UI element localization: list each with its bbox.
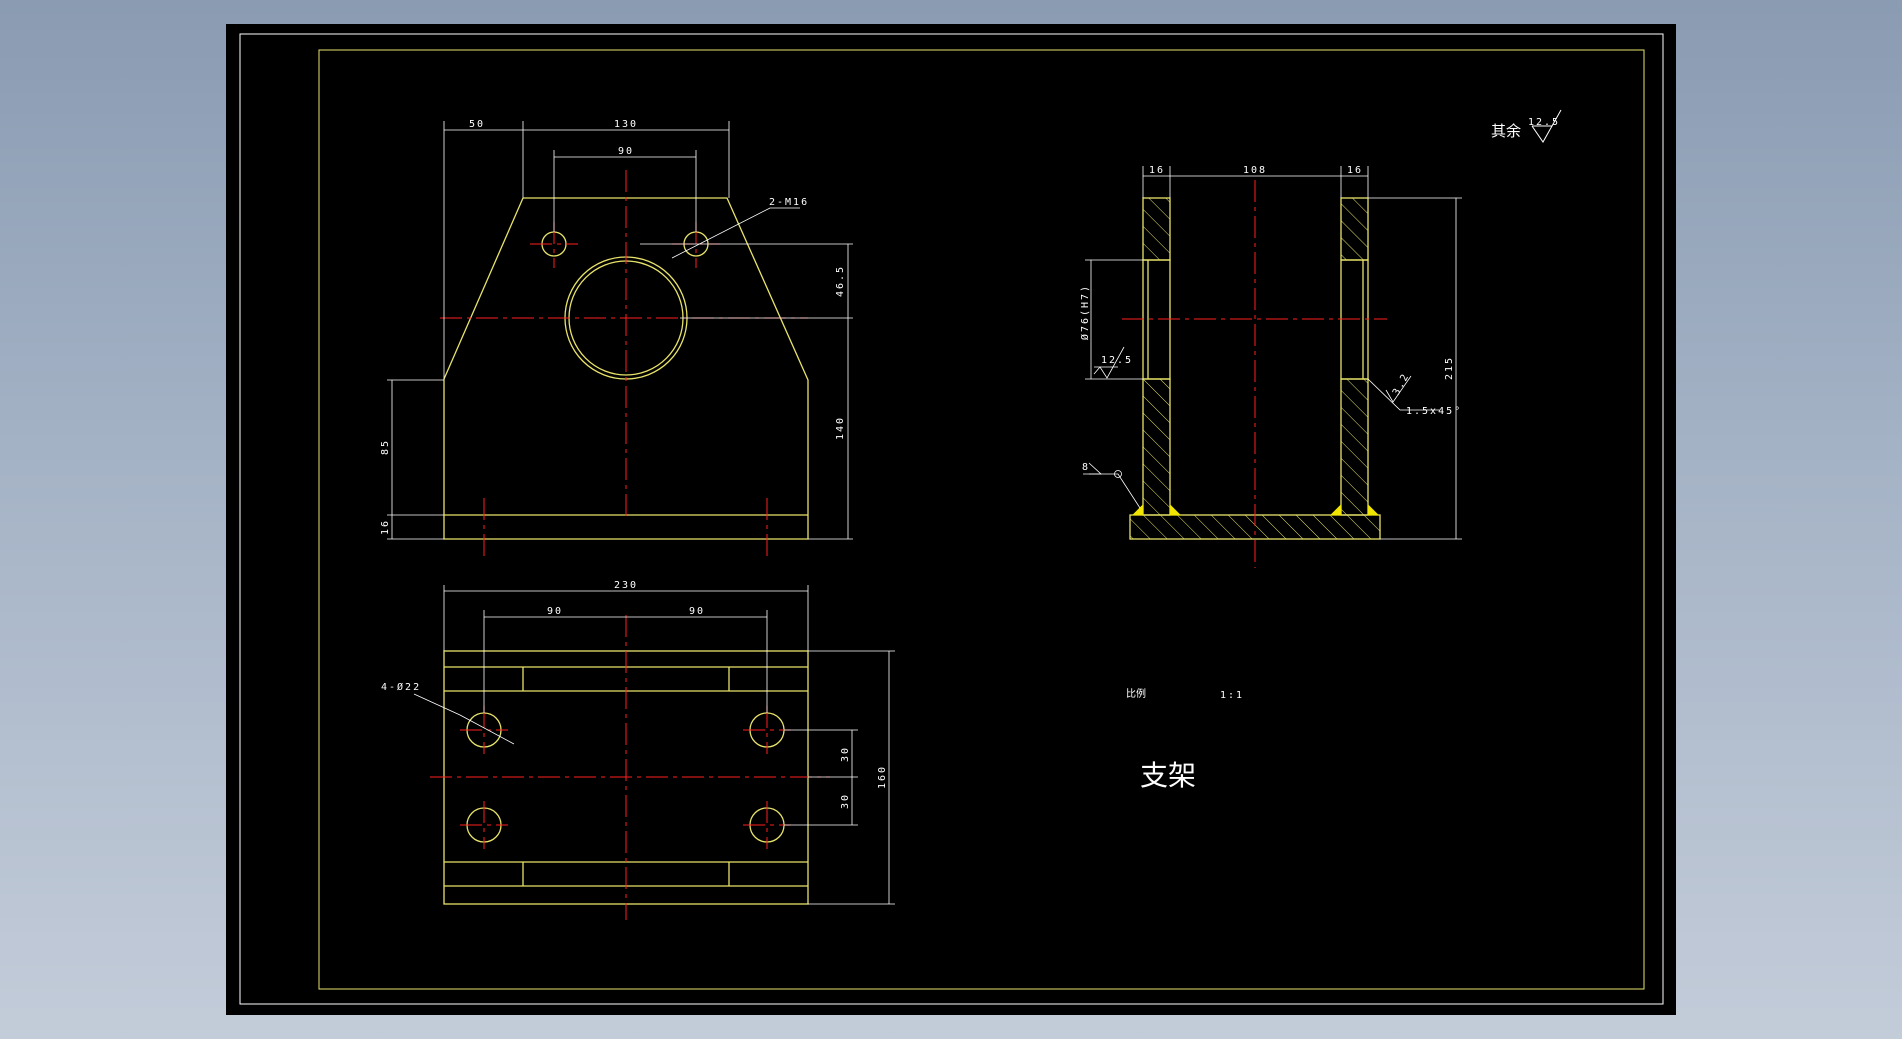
dim-130: 130	[614, 119, 638, 130]
dim-bore-76: Ø76(H7)	[1079, 284, 1091, 340]
top-centerlines	[430, 615, 830, 920]
surface-finish-note: 其余 12.5	[1491, 109, 1562, 143]
drawing-title: 支架	[1140, 759, 1196, 792]
top-dim-text: 230 90 90 4-Ø22 30 30 160	[381, 580, 888, 809]
chamfer-callout: 1.5x45°	[1406, 406, 1462, 417]
top-dimensions	[413, 585, 895, 905]
dim-90: 90	[618, 146, 634, 157]
scale-label: 比例	[1126, 687, 1146, 700]
bore-roughness-symbol	[1093, 346, 1125, 379]
dim-215: 215	[1444, 356, 1455, 380]
weld-size: 8	[1082, 462, 1090, 473]
front-dimensions	[387, 121, 853, 540]
dim-16-left: 16	[1149, 165, 1165, 176]
scale-value: 1:1	[1220, 690, 1244, 701]
dim-160: 160	[877, 765, 888, 789]
side-centerlines	[1122, 180, 1387, 568]
side-dim-text: 16 108 16 Ø76(H7) 12.5 215 8 3.2 1.5x45°	[1079, 165, 1462, 473]
weld-symbol	[1088, 462, 1103, 475]
right-wall-lower	[1340, 378, 1369, 516]
drawing-sheet	[226, 24, 1676, 1015]
dim-140: 140	[835, 416, 846, 440]
front-dim-text: 50 130 90 2-M16 46.5 140 85 16	[380, 119, 846, 535]
dim-30-bottom: 30	[840, 793, 851, 809]
dim-16-right: 16	[1347, 165, 1363, 176]
outer-border	[239, 33, 1664, 1005]
dim-46-5: 46.5	[835, 265, 846, 297]
hole-callout-m16: 2-M16	[769, 197, 809, 208]
dim-30-top: 30	[840, 746, 851, 762]
dim-85: 85	[380, 439, 391, 455]
left-wall-lower	[1142, 378, 1171, 516]
dim-90-right: 90	[689, 606, 705, 617]
dim-90-left: 90	[547, 606, 563, 617]
dim-108: 108	[1243, 165, 1267, 176]
weld-beads	[1131, 503, 1380, 516]
surface-note-label: 其余	[1491, 122, 1521, 140]
hole-callout-22: 4-Ø22	[381, 681, 421, 693]
left-wall-upper	[1142, 197, 1171, 261]
right-wall-upper	[1340, 197, 1369, 261]
roughness-symbol-icon	[1531, 109, 1562, 143]
chamfer-roughness-symbol	[1385, 375, 1412, 403]
dim-16: 16	[380, 519, 391, 535]
chamfer-leader	[1367, 378, 1440, 411]
bore-roughness: 12.5	[1101, 355, 1133, 366]
dim-50: 50	[469, 119, 485, 130]
side-dimensions	[1083, 166, 1462, 540]
weld-all-around	[1114, 470, 1122, 478]
side-section-view	[1129, 197, 1381, 540]
surface-note-roughness: 12.5	[1528, 117, 1560, 128]
inner-border	[318, 49, 1645, 990]
dim-230: 230	[614, 580, 638, 591]
